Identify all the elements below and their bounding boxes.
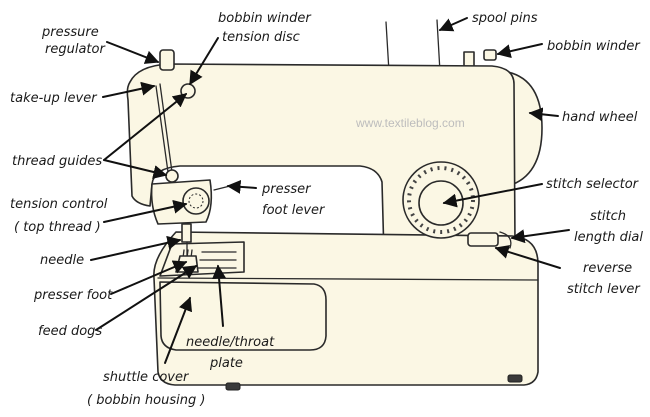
label-pressure-regulator: pressure regulator — [41, 25, 106, 57]
watermark: www.textileblog.com — [355, 116, 465, 130]
hand-wheel — [507, 71, 543, 187]
label-thread-guides: thread guides — [12, 154, 102, 169]
take-up-lever-arm — [155, 85, 169, 173]
pressure-regulator-knob — [159, 49, 175, 71]
needle-throat-plate — [159, 241, 245, 277]
callout-arrows — [90, 17, 570, 364]
spool-pin-right — [436, 19, 441, 73]
label-bobbin-winder-tension-disc: bobbin winder tension disc — [218, 11, 315, 45]
label-bobbin-winder: bobbin winder — [547, 39, 641, 54]
label-presser-foot: presser foot — [33, 288, 113, 303]
label-reverse-stitch-lever: reverse stitch lever — [567, 261, 641, 297]
reverse-stitch-lever-shape — [499, 231, 512, 249]
stitch-length-dial — [467, 232, 499, 247]
thread-guide — [165, 169, 179, 183]
label-spool-pins: spool pins — [472, 11, 538, 26]
needle-bar — [181, 223, 192, 243]
label-needle: needle — [40, 253, 84, 268]
shuttle-cover — [159, 281, 327, 351]
machine-foot-left — [225, 382, 241, 391]
label-stitch-length-dial: stitch length dial — [574, 209, 643, 245]
tension-control-dial — [182, 187, 210, 215]
label-presser-foot-lever: presser foot lever — [261, 182, 326, 218]
stitch-selector-dial — [402, 161, 480, 239]
label-stitch-selector: stitch selector — [546, 177, 640, 192]
label-hand-wheel: hand wheel — [562, 110, 638, 125]
label-tension-control: tension control ( top thread ) — [10, 197, 112, 235]
label-needle-throat-plate: needle/throat plate — [186, 335, 278, 371]
sewing-machine-illustration — [126, 19, 543, 391]
machine-foot-right — [507, 374, 523, 383]
label-shuttle-cover: shuttle cover ( bobbin housing ) — [87, 370, 205, 408]
bobbin-winder-spindle — [483, 49, 497, 61]
label-take-up-lever: take-up lever — [10, 91, 98, 106]
label-feed-dogs: feed dogs — [38, 324, 102, 339]
spool-pin-left — [385, 21, 390, 73]
